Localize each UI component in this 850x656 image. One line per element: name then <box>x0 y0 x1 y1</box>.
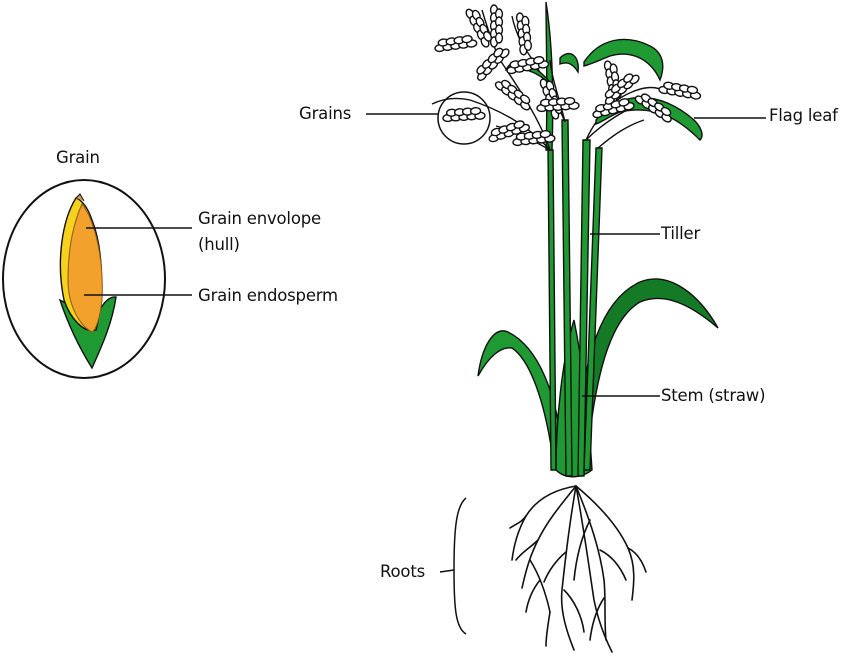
label-pointers <box>366 91 766 635</box>
grains-highlight-circle <box>437 91 491 145</box>
tillers <box>545 1 603 477</box>
label-grain-envelope: Grain envolope <box>198 209 321 228</box>
leaves <box>477 278 719 478</box>
label-flag-leaf: Flag leaf <box>769 106 838 125</box>
label-grain-envelope-sub: (hull) <box>198 235 240 254</box>
label-grains: Grains <box>299 104 352 123</box>
grain-circle <box>2 179 166 379</box>
roots <box>509 485 647 653</box>
flag-leaf-mid <box>559 53 579 75</box>
grain-detail <box>2 179 192 379</box>
grain-tip <box>75 193 85 202</box>
tiller-4 <box>583 147 603 471</box>
tiller-2 <box>561 119 573 477</box>
grain-endosperm-shape <box>67 203 103 333</box>
flag-leaf-upper <box>583 38 664 82</box>
roots-bracket-tick <box>439 569 455 573</box>
leaf-top <box>545 1 554 151</box>
leaf-right <box>577 278 719 433</box>
label-grain-endosperm: Grain endosperm <box>198 286 338 305</box>
roots-bracket <box>453 497 467 635</box>
label-stem: Stem (straw) <box>661 386 766 405</box>
label-grain-title: Grain <box>56 148 100 167</box>
panicles <box>431 5 703 151</box>
label-tiller: Tiller <box>661 224 701 243</box>
tiller-3 <box>577 139 591 477</box>
label-roots: Roots <box>380 562 425 581</box>
